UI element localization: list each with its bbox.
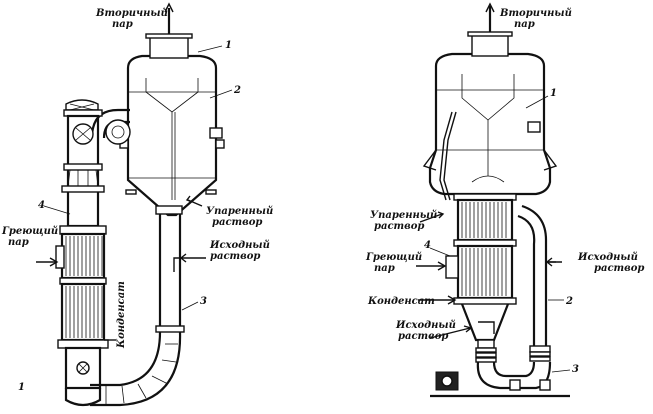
left-labels: Вторичный пар 1 2 Упаренный раствор Исхо… [1,8,273,393]
left-leader-2 [209,89,233,99]
right-initial-right-line1: Исходный [577,252,638,263]
right-initial-bottom-line2: раствор [398,331,448,342]
right-arrow-initial-bottom [429,325,473,339]
right-heating-steam-line2: пар [374,263,395,274]
right-initial-right-line2: раствор [594,263,644,274]
right-tube-bundle-lower [461,248,507,296]
left-heater-column [36,99,116,407]
left-tube-bundle-lower [65,286,103,338]
left-initial-line1: Исходный [209,240,270,251]
right-initial-bottom-line1: Исходный [395,320,456,331]
right-tube-bundle-upper [461,202,507,238]
left-num-1: 1 [225,40,232,51]
right-num-1: 1 [550,88,557,99]
right-bottom-bend [430,361,570,398]
left-num-3: 3 [200,296,207,307]
right-heating-steam-line1: Греющий [365,252,422,263]
left-secondary-steam-line1: Вторичный [95,8,168,19]
left-heating-steam-line2: пар [8,237,29,248]
left-arrow-initial [179,253,206,263]
left-circulation-pipe [90,205,185,407]
left-condensate: Конденсат [116,281,127,349]
left-num-4: 4 [38,200,45,211]
left-leader-3 [181,301,199,311]
right-leader-1 [525,95,549,109]
left-num-2: 2 [233,85,241,96]
left-evaporated-line1: Упаренный [206,206,273,217]
left-arrow-evaporated [185,195,203,207]
right-arrow-evaporated [419,211,445,223]
right-condensate: Конденсат [367,296,435,307]
right-num-4: 4 [424,240,431,251]
left-tube-bundle-upper [65,236,103,276]
right-labels: Вторичный пар 1 Упаренный раствор 4 Грею… [365,8,644,375]
right-riser-pipe [517,204,562,362]
right-apparatus [416,2,571,398]
right-bellows [475,347,497,363]
right-leader-4 [429,247,451,257]
right-secondary-steam-line1: Вторичный [499,8,572,19]
left-corner-mark: 1 [18,382,25,393]
right-evaporated-line1: Упаренный [370,210,437,221]
left-leader-1 [197,45,223,53]
left-initial-line2: раствор [210,251,260,262]
right-num-3: 3 [572,364,579,375]
left-leader-4 [43,205,71,215]
right-separator-vessel [422,2,558,201]
right-heater [416,193,517,363]
left-evaporated-line2: раствор [212,217,262,228]
left-heating-steam-line1: Греющий [1,226,58,237]
left-separator-vessel [119,2,225,217]
left-apparatus [36,2,233,407]
right-secondary-steam-line2: пар [514,19,535,30]
right-num-2: 2 [565,296,573,307]
left-secondary-steam-line2: пар [112,19,133,30]
right-leader-3 [551,369,571,373]
right-evaporated-line2: раствор [374,221,424,232]
